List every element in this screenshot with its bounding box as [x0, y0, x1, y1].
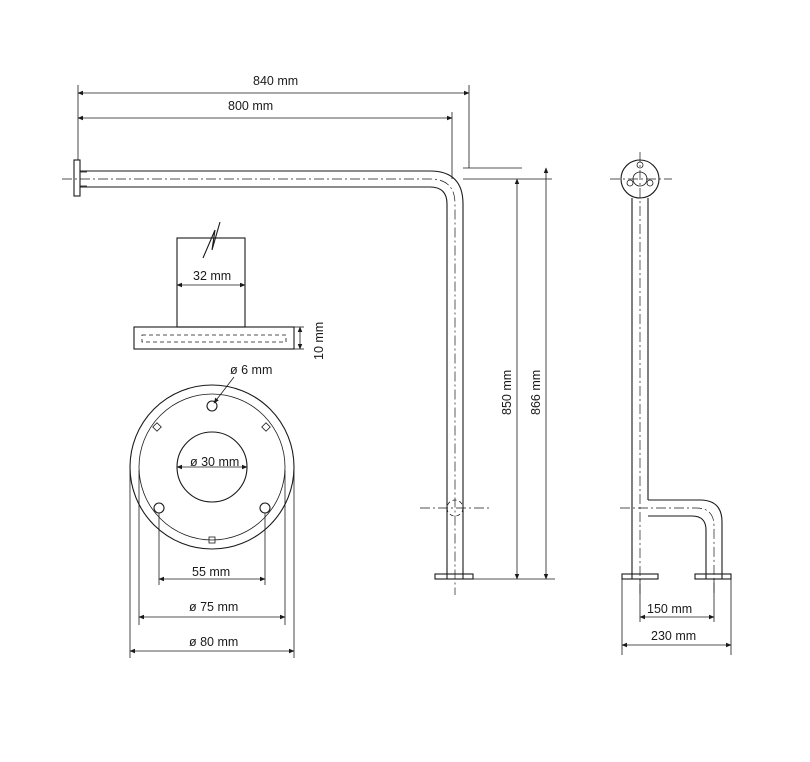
side-view: 840 mm 800 mm 850 mm 866 mm: [62, 74, 555, 595]
grab-bar-tube-side: [80, 170, 464, 579]
plate-section: 32 mm 10 mm: [133, 221, 326, 360]
screw-hole-left: [153, 502, 165, 514]
plate-body: [133, 326, 295, 350]
screw-hole-right: [259, 502, 271, 514]
wall-flange-side: [73, 159, 81, 197]
dim-55-label: 55 mm: [192, 565, 230, 579]
dim-80-label: ø 80 mm: [189, 635, 238, 649]
dim-866-label: 866 mm: [529, 370, 543, 415]
flange-inner-ring: [138, 393, 286, 541]
dim-840-label: 840 mm: [253, 74, 298, 88]
floor-flange-side: [434, 573, 474, 580]
dim-hole6-label: ø 6 mm: [230, 363, 272, 377]
flange-outer: [129, 384, 295, 550]
dim-inner30-label: ø 30 mm: [190, 455, 239, 469]
dim-75-label: ø 75 mm: [189, 600, 238, 614]
dim-150-label: 150 mm: [647, 602, 692, 616]
flange-view: ø 6 mm ø 30 mm 55 mm ø 75 mm ø 80 mm: [129, 363, 295, 658]
dim-10-label: 10 mm: [312, 322, 326, 360]
dim-850-label: 850 mm: [500, 370, 514, 415]
dim-800-label: 800 mm: [228, 99, 273, 113]
front-view: 150 mm 230 mm: [610, 152, 732, 655]
screw-hole-top: [206, 400, 218, 412]
dim-32-label: 32 mm: [193, 269, 231, 283]
dim-230-label: 230 mm: [651, 629, 696, 643]
floor-flange-front-2: [694, 573, 732, 580]
